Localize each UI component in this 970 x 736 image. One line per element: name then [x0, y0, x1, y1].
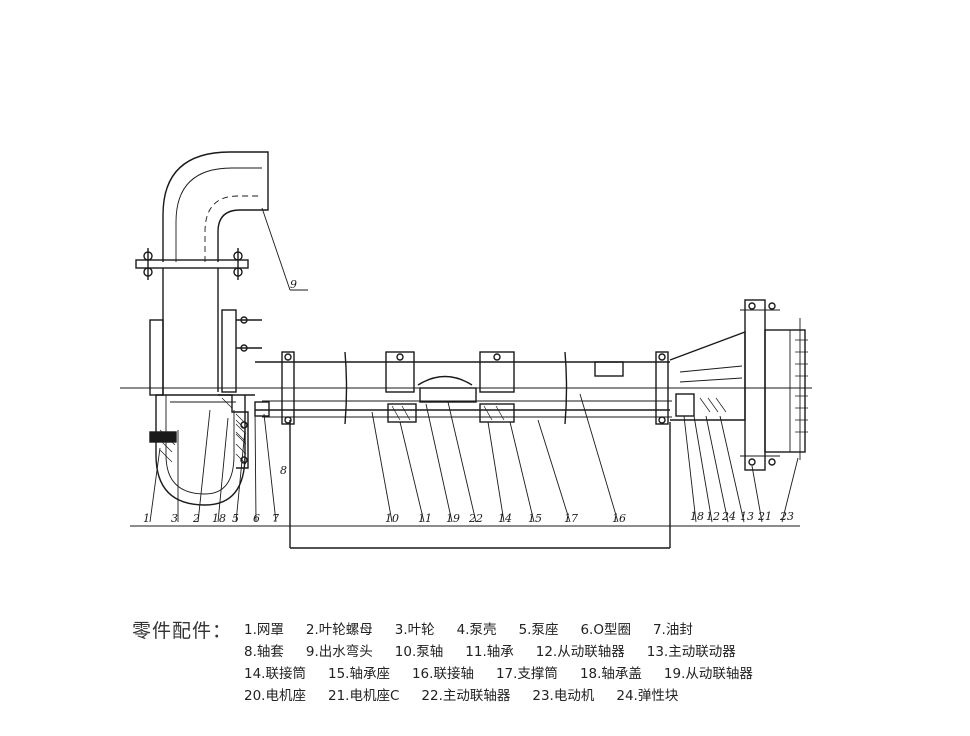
callout-17: 17: [564, 512, 578, 525]
legend-item: 24.弹性块: [616, 688, 679, 704]
legend-item: 23.电动机: [532, 688, 595, 704]
callout-numbers: 1 3 2 18 5 6 7 8 9 10 11 19 22 14 15 17 …: [143, 278, 794, 525]
callout-22: 22: [468, 512, 483, 525]
callout-21: 21: [757, 510, 772, 523]
callout-18b: 18: [690, 510, 704, 523]
legend-item: 8.轴套: [244, 644, 284, 660]
callout-14: 14: [498, 512, 512, 525]
outlet-elbow: [162, 151, 269, 262]
legend-rows: 1.网罩 2.叶轮螺母 3.叶轮 4.泵壳 5.泵座 6.O型圈 7.油封 8.轴套 9.出水弯…: [244, 618, 775, 706]
callout-7: 7: [272, 512, 279, 525]
legend-item: 15.轴承座: [327, 666, 390, 682]
legend-item: 6.O型圈: [580, 622, 631, 638]
legend-item: 14.联接筒: [244, 666, 306, 682]
legend-row: 20.电机座 21.电机座C 22.主动联轴器 23.电动机 24.弹性块: [244, 684, 775, 706]
legend-item: 22.主动联轴器: [421, 688, 511, 704]
legend-item: 3.叶轮: [394, 622, 435, 638]
callout-6: 6: [253, 512, 260, 525]
callout-9: 9: [290, 278, 297, 291]
legend-item: 21.电机座C: [327, 688, 400, 704]
legend-item: 5.泵座: [518, 622, 559, 638]
callout-10: 10: [385, 512, 399, 525]
callout-19: 19: [446, 512, 460, 525]
callout-8: 8: [280, 464, 287, 477]
legend-row: 14.联接筒 15.轴承座 16.联接轴 17.支撑筒 18.轴承盖 19.从动联轴器: [244, 662, 775, 684]
electric-motor: [764, 318, 808, 460]
callout-3: 3: [171, 512, 178, 525]
legend-row: 8.轴套 9.出水弯头 10.泵轴 11.轴承 12.从动联轴器 13.主动联动器: [244, 640, 775, 662]
motor-seat: [669, 299, 780, 471]
callout-16: 16: [612, 512, 626, 525]
legend-item: 17.支撑筒: [495, 666, 558, 682]
callout-5: 5: [232, 512, 239, 525]
legend-item: 4.泵壳: [456, 622, 497, 638]
callout-24: 24: [721, 510, 736, 523]
legend-item: 18.轴承盖: [579, 666, 642, 682]
callout-12: 12: [706, 510, 720, 523]
legend-item: 13.主动联动器: [646, 644, 736, 660]
callout-23: 23: [779, 510, 794, 523]
legend-item: 10.泵轴: [394, 644, 444, 660]
legend-item: 1.网罩: [244, 622, 284, 638]
legend-item: 9.出水弯头: [305, 644, 373, 660]
pump-casing: [149, 394, 255, 506]
bearing-assembly: [387, 375, 515, 423]
callout-18: 18: [212, 512, 226, 525]
legend-row: 1.网罩 2.叶轮螺母 3.叶轮 4.泵壳 5.泵座 6.O型圈 7.油封: [244, 618, 775, 640]
shaft-assembly: [120, 361, 812, 418]
impeller-housing: [218, 394, 249, 469]
base-frame: [289, 420, 671, 549]
callout-11: 11: [418, 512, 432, 525]
legend-item: 11.轴承: [465, 644, 514, 660]
legend-item: 2.叶轮螺母: [305, 622, 373, 638]
legend-item: 19.从动联轴器: [663, 666, 753, 682]
legend-item: 7.油封: [652, 622, 693, 638]
support-rings: [344, 351, 624, 425]
legend-item: 12.从动联轴器: [535, 644, 625, 660]
discharge-pipe: [149, 268, 219, 396]
pump-assembly-drawing: 1 3 2 18 5 6 7 8 9 10 11 19 22 14 15 17 …: [120, 151, 812, 549]
callout-15: 15: [528, 512, 542, 525]
callout-leaders: [130, 207, 800, 527]
callout-2: 2: [192, 512, 200, 525]
shaft-flanges: [281, 351, 669, 425]
callout-13: 13: [740, 510, 754, 523]
pump-base-plates: [221, 309, 262, 393]
callout-1: 1: [143, 512, 150, 525]
legend-title: 零件配件：: [132, 620, 233, 642]
legend-item: 16.联接轴: [411, 666, 474, 682]
legend-item: 20.电机座: [244, 688, 306, 704]
outlet-flange: [135, 248, 249, 280]
